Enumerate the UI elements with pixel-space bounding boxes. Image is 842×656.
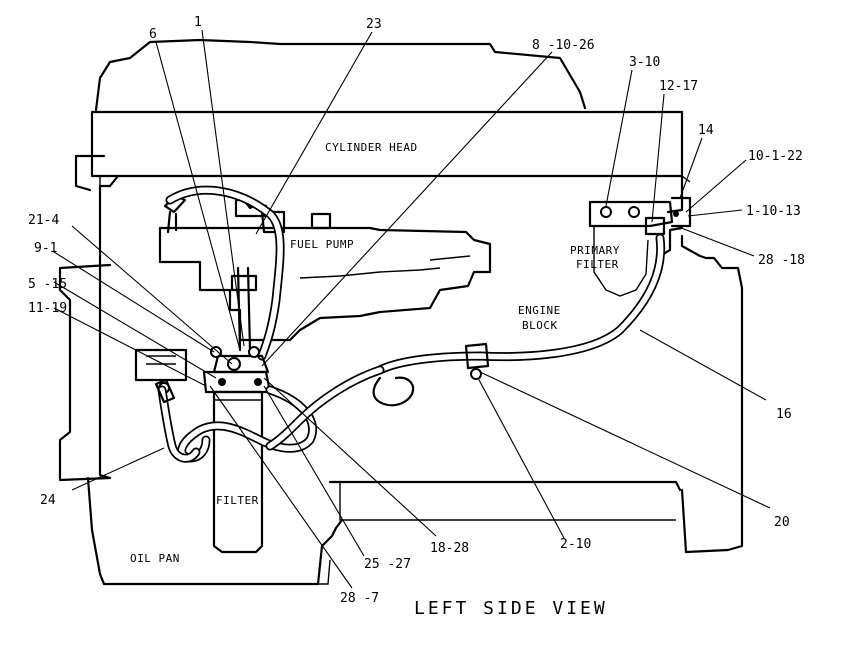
label-primary-filter-1: PRIMARY xyxy=(570,244,620,257)
valve-cover xyxy=(94,38,587,112)
callout-14: 14 xyxy=(698,123,714,138)
label-oil-pan: OIL PAN xyxy=(130,552,180,565)
block-fuel-pipe xyxy=(372,376,415,407)
callout-12-17: 12-17 xyxy=(659,79,698,94)
label-cylinder-head: CYLINDER HEAD xyxy=(325,141,418,154)
callout-16: 16 xyxy=(776,407,792,422)
primary-filter-head xyxy=(588,196,692,236)
callout-1: 1 xyxy=(194,15,202,30)
leader-lines xyxy=(53,29,771,589)
callout-28-18: 28 -18 xyxy=(758,253,805,268)
label-fuel-pump: FUEL PUMP xyxy=(290,238,354,251)
callout-28-7: 28 -7 xyxy=(340,591,379,606)
left-hose-loop xyxy=(154,378,201,463)
oil-pan xyxy=(86,476,344,586)
callout-18-28: 18-28 xyxy=(430,541,469,556)
callout-3-10: 3-10 xyxy=(629,55,660,70)
label-primary-filter-2: FILTER xyxy=(576,258,619,271)
callout-20: 20 xyxy=(774,515,790,530)
callout-2-10: 2-10 xyxy=(560,537,591,552)
callout-8-10-26: 8 -10-26 xyxy=(532,38,595,53)
callout-6: 6 xyxy=(149,27,157,42)
label-engine-block-2: BLOCK xyxy=(522,319,558,332)
fuel-inlet-line xyxy=(165,185,285,361)
callout-5-15: 5 -15 xyxy=(28,277,67,292)
view-title: LEFT SIDE VIEW xyxy=(414,598,608,619)
fuel-line-to-block xyxy=(265,365,385,451)
callout-1-10-13: 1-10-13 xyxy=(746,204,801,219)
fuel-filter-housing xyxy=(212,390,264,554)
main-fuel-line-to-primary xyxy=(375,233,666,375)
fuel-pump-body xyxy=(158,226,492,342)
callout-11-19: 11-19 xyxy=(28,301,67,316)
callout-25-27: 25 -27 xyxy=(364,557,411,572)
callout-9-1: 9-1 xyxy=(34,241,57,256)
callout-21-4: 21-4 xyxy=(28,213,59,228)
label-filter: FILTER xyxy=(216,494,259,507)
hose-clamp xyxy=(464,342,490,380)
primary-filter-bowl xyxy=(593,226,649,297)
label-engine-block-1: ENGINE xyxy=(518,304,561,317)
callout-10-1-22: 10-1-22 xyxy=(748,149,803,164)
callout-24: 24 xyxy=(40,493,56,508)
callout-23: 23 xyxy=(366,17,382,32)
